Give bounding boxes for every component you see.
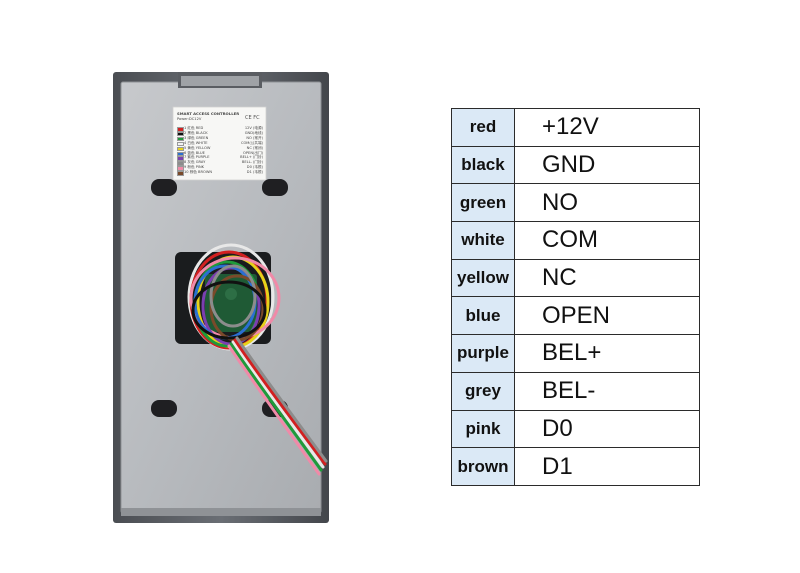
sticker-row: 9 粉色 PINK D0 (韦根): [177, 165, 263, 171]
sticker-wire-function: D1 (韦根): [246, 170, 263, 175]
sticker-certification-mark: CE FC: [245, 115, 260, 121]
sticker-row: 6 蓝色 BLUE OPEN(出门): [177, 150, 263, 157]
sticker-color-swatch: [177, 166, 184, 171]
sticker-color-swatch: [177, 136, 184, 142]
label-sticker: [172, 106, 267, 181]
wire-color-cell: black: [451, 145, 515, 185]
sticker-row: 5 黄色 YELLOW NC (常闭): [177, 145, 263, 152]
sticker-color-swatch: [177, 131, 184, 137]
sticker-wire-color: 2 黑色 BLACK: [184, 130, 208, 135]
sticker-color-swatch: [177, 141, 184, 147]
sticker-power: Power:DC12V: [177, 117, 202, 121]
sticker-row: 1 红色 RED 12V (电源): [177, 126, 263, 132]
wire-function-cell: GND: [514, 145, 700, 185]
access-controller-device: [113, 72, 329, 523]
sticker-color-swatch: [177, 146, 184, 152]
sticker-wire-color: 9 粉色 PINK: [184, 165, 205, 170]
sticker-row: 4 白色 WHITE COM(公共端): [177, 140, 263, 147]
wire-color-cell: red: [451, 108, 515, 147]
wiring-row: red+12V: [451, 108, 700, 147]
sticker-color-swatch: [177, 127, 184, 132]
sticker-wire-color: 8 灰色 GRAY: [184, 160, 206, 165]
wire-color-cell: grey: [451, 371, 515, 411]
wire-color-cell: green: [451, 183, 515, 223]
sticker-color-swatch: [177, 151, 184, 157]
wire-function-cell: NC: [514, 258, 700, 298]
label-sticker-text: SMART ACCESS CONTROLLER Power:DC12V CE F…: [173, 107, 266, 180]
mount-slot-top-left: [151, 179, 177, 196]
sticker-row: 2 黑色 BLACK GND(地线): [177, 130, 263, 137]
wire-function-cell: COM: [514, 221, 700, 260]
sticker-color-swatch: [177, 171, 184, 176]
wire-tail: [227, 336, 328, 476]
device-illustration: [113, 72, 329, 523]
wire-function-cell: BEL+: [514, 334, 700, 373]
sticker-color-swatch: [177, 156, 184, 161]
sticker-wire-function: NC (常闭): [246, 145, 263, 150]
wire-function-cell: BEL-: [514, 371, 700, 411]
sticker-wire-function: OPEN(出门): [243, 150, 263, 155]
wire-function-cell: D1: [514, 447, 700, 486]
sticker-wire-color: 3 绿色 GREEN: [184, 135, 209, 140]
sticker-row: 8 灰色 GRAY BELL- (门铃): [177, 160, 263, 166]
wire-color-cell: blue: [451, 296, 515, 336]
sticker-wire-function: BELL- (门铃): [241, 160, 263, 165]
wire-color-cell: purple: [451, 334, 515, 373]
sticker-wire-color: 4 白色 WHITE: [184, 140, 208, 145]
wire-color-cell: white: [451, 221, 515, 260]
sticker-wire-function: COM(公共端): [240, 140, 263, 145]
wire-color-cell: brown: [451, 447, 515, 486]
sticker-wire-function: D0 (韦根): [246, 165, 263, 170]
sticker-color-swatch: [177, 161, 184, 166]
wire-function-cell: OPEN: [514, 296, 700, 336]
sticker-wire-color: 7 紫色 PURPLE: [184, 155, 210, 160]
wire-function-cell: NO: [514, 183, 700, 223]
sticker-wire-color: 1 红色 RED: [184, 126, 204, 130]
wire-function-cell: +12V: [514, 108, 700, 147]
sticker-wire-function: BELL+ (门铃): [240, 155, 263, 160]
sticker-wire-function: GND(地线): [244, 130, 263, 135]
sticker-row: 10 棕色 BROWN D1 (韦根): [177, 170, 263, 176]
sticker-row: 3 绿色 GREEN NO (常开): [177, 135, 263, 142]
sticker-wire-color: 5 黄色 YELLOW: [184, 145, 211, 150]
wire-function-cell: D0: [514, 409, 700, 449]
mount-slot-bottom-left: [151, 400, 177, 417]
sticker-wire-color: 6 蓝色 BLUE: [184, 150, 205, 155]
sticker-title: SMART ACCESS CONTROLLER: [177, 111, 240, 116]
sticker-wire-function: NO (常开): [246, 135, 263, 140]
mount-slot-top-right: [262, 179, 288, 196]
sticker-row: 7 紫色 PURPLE BELL+ (门铃): [177, 155, 263, 161]
wire-color-cell: yellow: [451, 258, 515, 298]
sticker-wire-color: 10 棕色 BROWN: [184, 170, 213, 175]
wire-color-cell: pink: [451, 409, 515, 449]
sticker-wire-function: 12V (电源): [244, 126, 263, 130]
